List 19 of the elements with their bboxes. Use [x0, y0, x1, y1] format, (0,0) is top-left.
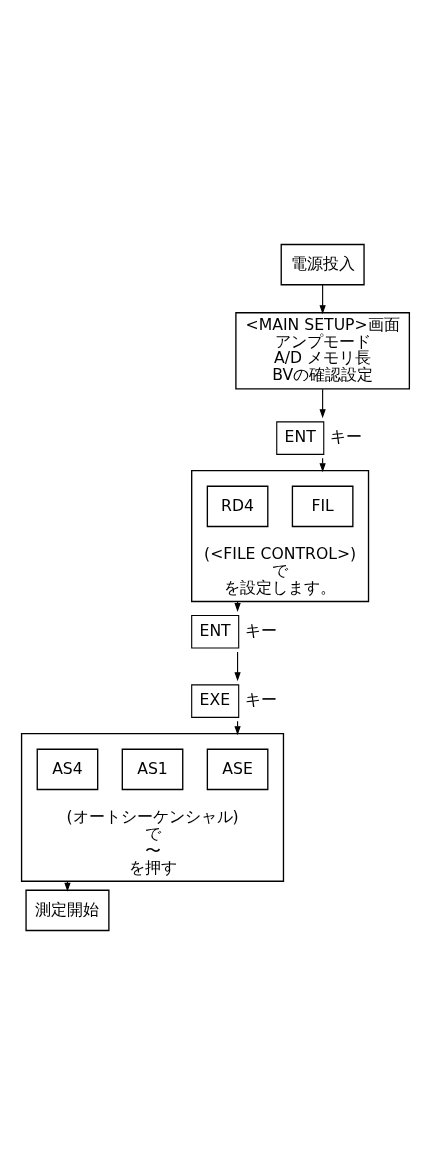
node-box: ENT	[191, 614, 240, 648]
node-box: ENT	[276, 420, 325, 455]
node-box: 測定開始	[25, 889, 110, 931]
arrow	[64, 880, 71, 892]
node-box: <MAIN SETUP>画面 アンプモード A/D メモリ長 BVの確認設定	[235, 311, 411, 390]
arrow	[319, 388, 326, 418]
arrow	[319, 283, 326, 314]
arrow	[234, 651, 241, 681]
node-box: ASE	[206, 748, 269, 790]
node-label: キー	[245, 689, 278, 709]
node-box: EXE	[191, 683, 240, 718]
node-label: キー	[330, 426, 363, 446]
node-box: AS4	[36, 748, 99, 790]
node-box: FIL	[291, 485, 354, 527]
arrow	[234, 600, 241, 612]
node-box: AS1	[121, 748, 184, 790]
node-box: RD4	[206, 485, 269, 527]
node-label: キー	[245, 620, 278, 640]
node-box: 電源投入	[280, 243, 365, 285]
